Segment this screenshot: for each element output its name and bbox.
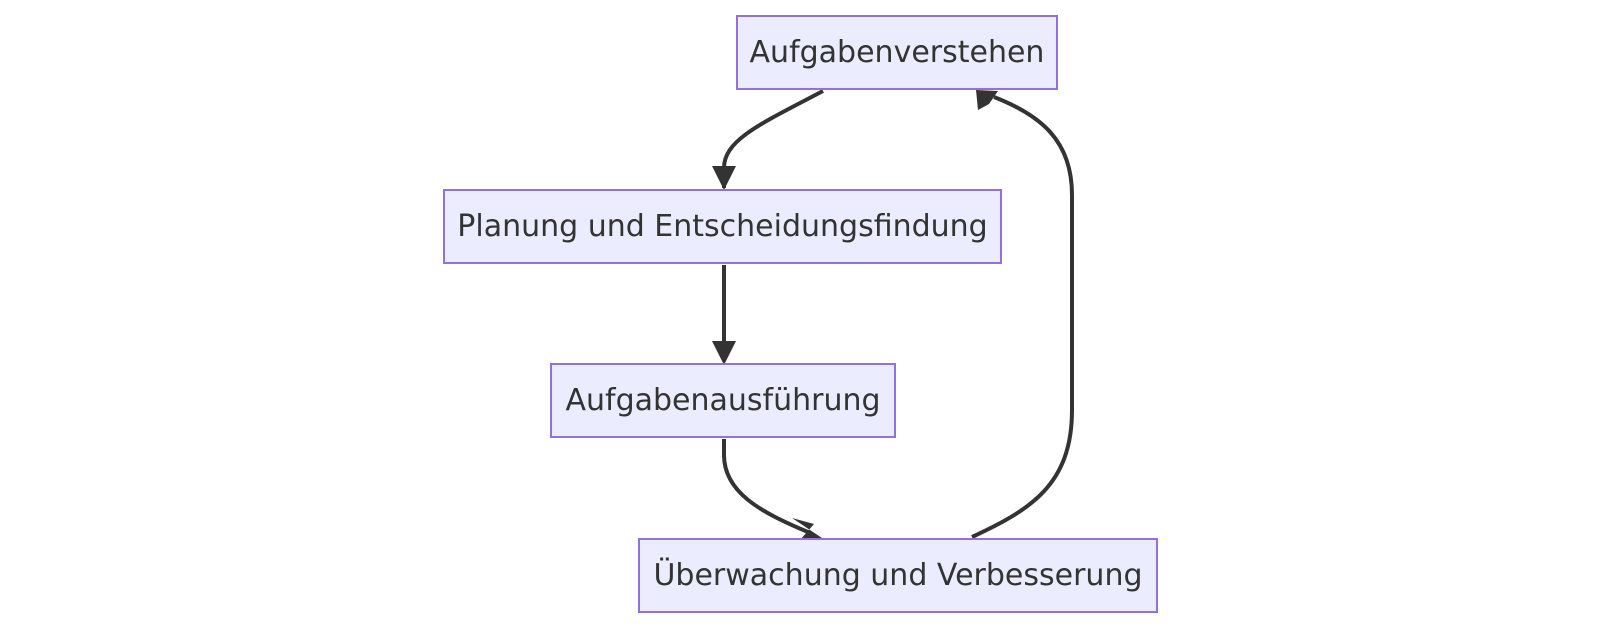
edge-monitoring-to-understanding bbox=[971, 95, 1074, 539]
node-aufgabenausfuehrung: Aufgabenausführung bbox=[550, 363, 896, 438]
node-label: Überwachung und Verbesserung bbox=[653, 558, 1143, 593]
node-label: Planung und Entscheidungsfindung bbox=[457, 209, 988, 244]
arrowhead-to-understanding bbox=[976, 90, 998, 110]
node-label: Aufgabenausführung bbox=[565, 383, 881, 418]
node-ueberwachung-und-verbesserung: Überwachung und Verbesserung bbox=[638, 538, 1158, 613]
node-planung-und-entscheidungsfindung: Planung und Entscheidungsfindung bbox=[443, 189, 1002, 264]
node-aufgabenverstehen: Aufgabenverstehen bbox=[736, 15, 1058, 90]
edge-execution-to-monitoring bbox=[722, 439, 809, 534]
edge-understanding-to-planning bbox=[722, 89, 824, 188]
arrowhead-to-planning bbox=[712, 166, 736, 190]
node-label: Aufgabenverstehen bbox=[749, 35, 1045, 70]
arrowhead-to-monitoring bbox=[792, 518, 822, 540]
arrowhead-to-execution bbox=[712, 341, 736, 365]
